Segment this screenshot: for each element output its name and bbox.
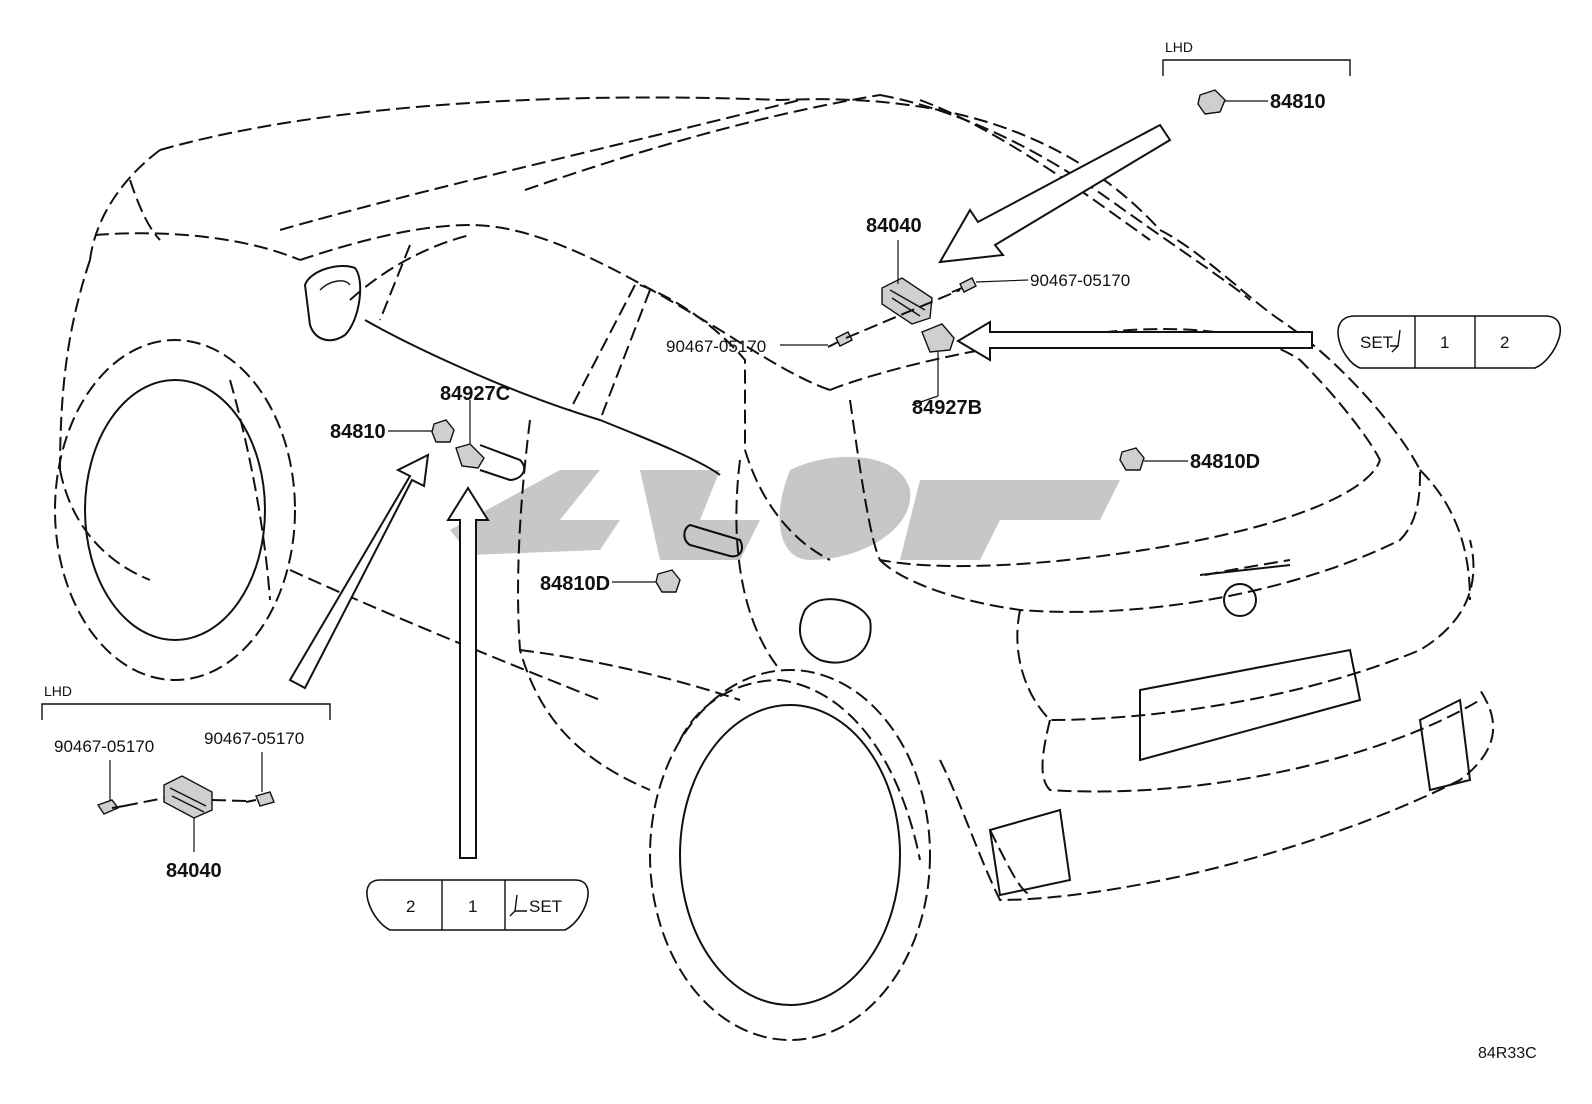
label-90467-center: 90467-05170 bbox=[666, 337, 766, 356]
switch-left-2-label: 2 bbox=[406, 897, 415, 916]
lhd-bracket-bottom bbox=[41, 703, 331, 720]
vehicle-outline bbox=[54, 94, 1494, 1041]
screw-90467-right[interactable] bbox=[951, 277, 1029, 293]
arrow-top-right bbox=[938, 123, 1172, 264]
part-84927b[interactable] bbox=[921, 323, 955, 396]
part-84810-left[interactable] bbox=[388, 419, 455, 443]
drawing-code: 84R33C bbox=[1478, 1045, 1537, 1062]
label-84810d-right: 84810D bbox=[1190, 451, 1260, 473]
switch-left-set-label: SET bbox=[529, 897, 562, 916]
label-84810d-center: 84810D bbox=[540, 573, 610, 595]
label-90467-lhd-right: 90467-05170 bbox=[204, 729, 304, 748]
leader-84927b bbox=[911, 395, 939, 406]
label-84927c: 84927C bbox=[440, 383, 510, 405]
seat-icon-left bbox=[509, 894, 527, 917]
arrow-left-vertical bbox=[446, 486, 490, 859]
switch-panel-right[interactable] bbox=[1337, 315, 1561, 369]
part-84040-center[interactable] bbox=[881, 240, 933, 325]
part-84810d-center[interactable] bbox=[612, 569, 681, 593]
part-84810d-right[interactable] bbox=[1119, 447, 1188, 471]
switch-right-2-label: 2 bbox=[1500, 333, 1509, 352]
switch-panel-left[interactable] bbox=[366, 879, 589, 931]
watermark-logo bbox=[450, 456, 1120, 560]
part-84927c[interactable] bbox=[455, 400, 485, 469]
label-84040-center: 84040 bbox=[866, 215, 922, 237]
arrow-right bbox=[956, 320, 1313, 362]
label-90467-lhd-left: 90467-05170 bbox=[54, 737, 154, 756]
lhd-bracket-top bbox=[1162, 59, 1351, 76]
label-84810-left: 84810 bbox=[330, 421, 386, 443]
screw-90467-lhd-right[interactable] bbox=[245, 752, 275, 807]
switch-right-1-label: 1 bbox=[1440, 333, 1449, 352]
lhd-label-bottom: LHD bbox=[44, 683, 72, 699]
part-84810-top[interactable] bbox=[1197, 89, 1268, 115]
part-84040-lhd[interactable] bbox=[163, 775, 213, 852]
label-90467-right: 90467-05170 bbox=[1030, 271, 1130, 290]
arrow-left-diagonal bbox=[288, 453, 430, 690]
label-84040-lhd: 84040 bbox=[166, 860, 222, 882]
screw-90467-lhd-left[interactable] bbox=[96, 760, 125, 815]
switch-left-1-label: 1 bbox=[468, 897, 477, 916]
screw-axis-center bbox=[845, 289, 961, 339]
screw-axis-lhd-left bbox=[123, 797, 165, 807]
seat-icon bbox=[1390, 329, 1401, 353]
screw-axis-lhd-right bbox=[211, 799, 247, 802]
label-84810-top: 84810 bbox=[1270, 91, 1326, 113]
switch-right-set-label: SET bbox=[1360, 333, 1393, 352]
label-84927b: 84927B bbox=[912, 397, 982, 419]
lhd-label-top: LHD bbox=[1165, 39, 1193, 55]
screw-90467-center[interactable] bbox=[780, 331, 853, 348]
